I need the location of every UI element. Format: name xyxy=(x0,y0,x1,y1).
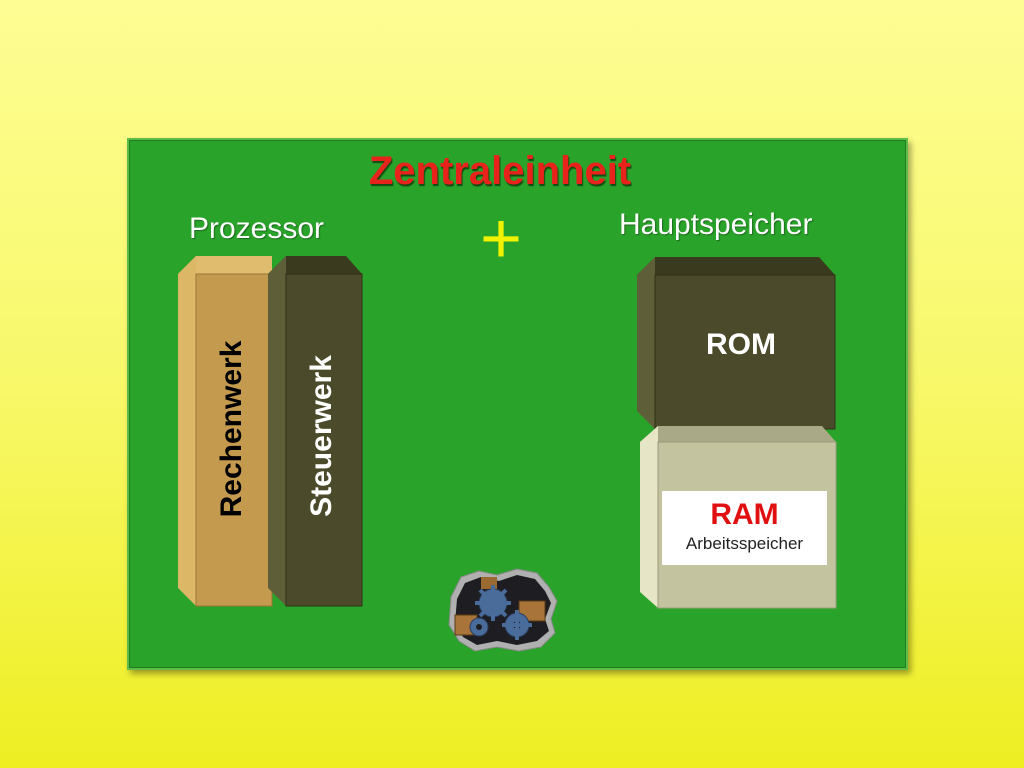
gears-icon xyxy=(448,568,558,652)
steuerwerk-label: Steuerwerk xyxy=(305,355,338,517)
memory-heading: Hauptspeicher xyxy=(619,208,813,241)
ram-label-box: RAM Arbeitsspeicher xyxy=(662,491,827,565)
ram-label: RAM xyxy=(710,498,779,531)
processor-heading: Prozessor xyxy=(189,212,325,245)
rechenwerk-label: Rechenwerk xyxy=(215,340,248,518)
plus-sign: + xyxy=(480,199,523,279)
rom-block xyxy=(637,257,836,430)
ram-sublabel: Arbeitsspeicher xyxy=(685,534,804,553)
steuerwerk-block xyxy=(268,256,363,607)
rom-label: ROM xyxy=(706,328,776,361)
page-title: Zentraleinheit xyxy=(368,149,632,193)
